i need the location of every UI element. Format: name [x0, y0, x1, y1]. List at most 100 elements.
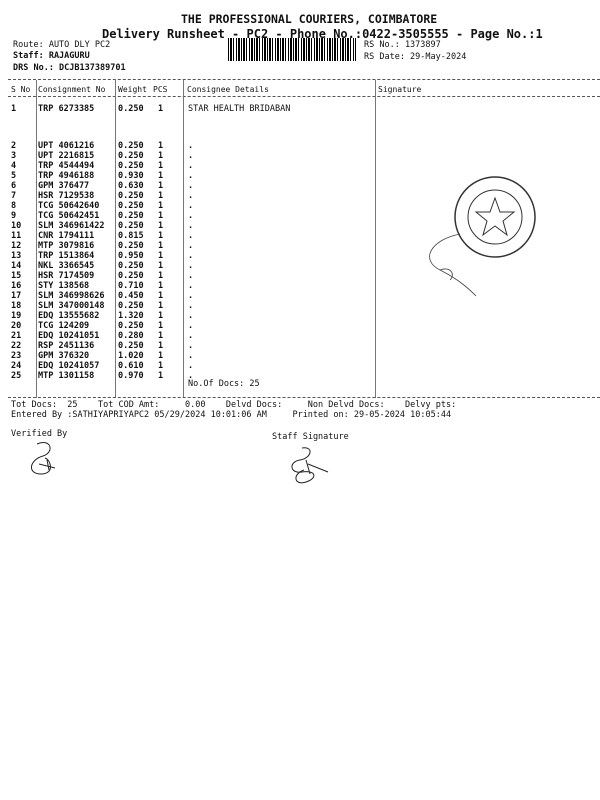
- cell-cn: UPT 2216815: [38, 151, 95, 161]
- cell-sno: 23: [11, 351, 22, 361]
- cell-pcs: 1: [158, 311, 164, 321]
- cell-consignee: .: [188, 351, 194, 361]
- cell-pcs: 1: [158, 261, 164, 271]
- col-consignment: Consignment No: [38, 85, 106, 94]
- cell-sno: 11: [11, 231, 22, 241]
- cell-pcs: 1: [158, 231, 164, 241]
- cell-pcs: 1: [158, 291, 164, 301]
- cell-cn: TRP 4544494: [38, 161, 95, 171]
- cell-cn: SLM 346998626: [38, 291, 105, 301]
- cell-wt: 0.250: [118, 321, 144, 331]
- cell-pcs: 1: [158, 321, 164, 331]
- cell-sno: 16: [11, 281, 22, 291]
- cell-cn: EDQ 13555682: [38, 311, 100, 321]
- col-signature: Signature: [378, 85, 422, 94]
- cell-wt: 0.250: [118, 161, 144, 171]
- cell-pcs: 1: [158, 171, 164, 181]
- cell-cn: EDQ 10241057: [38, 361, 100, 371]
- cell-pcs: 1: [158, 271, 164, 281]
- barcode: [228, 38, 356, 61]
- col-sno: S No: [11, 85, 31, 94]
- cell-wt: 1.020: [118, 351, 144, 361]
- cell-consignee: STAR HEALTH BRIDABAN: [188, 104, 291, 114]
- cell-sno: 3: [11, 151, 17, 161]
- cell-sno: 21: [11, 331, 22, 341]
- cell-sno: 10: [11, 221, 22, 231]
- runsheet-subtitle: Delivery Runsheet - PC2 - Phone No.:0422…: [102, 27, 543, 41]
- cell-pcs: 1: [158, 201, 164, 211]
- cell-pcs: 1: [158, 191, 164, 201]
- staff-signature-label: Staff Signature: [272, 432, 349, 442]
- verified-by-label: Verified By: [11, 429, 68, 439]
- cell-sno: 24: [11, 361, 22, 371]
- cell-wt: 0.250: [118, 341, 144, 351]
- cell-cn: SLM 347000148: [38, 301, 105, 311]
- cell-cn: UPT 4061216: [38, 141, 95, 151]
- cell-cn: NKL 3366545: [38, 261, 95, 271]
- cell-wt: 0.970: [118, 371, 144, 381]
- cell-wt: 0.250: [118, 201, 144, 211]
- cell-sno: 9: [11, 211, 17, 221]
- cell-pcs: 1: [158, 251, 164, 261]
- cell-consignee: .: [188, 371, 194, 381]
- rs-date: RS Date: 29-May-2024: [364, 52, 467, 62]
- cell-wt: 0.250: [118, 151, 144, 161]
- cell-consignee: .: [188, 251, 194, 261]
- cell-sno: 5: [11, 171, 17, 181]
- cell-sno: 25: [11, 371, 22, 381]
- cell-pcs: 1: [158, 161, 164, 171]
- col-weight: Weight: [118, 85, 147, 94]
- cell-wt: 0.250: [118, 104, 144, 114]
- cell-consignee: .: [188, 181, 194, 191]
- cell-wt: 0.250: [118, 211, 144, 221]
- cell-consignee: .: [188, 321, 194, 331]
- cell-pcs: 1: [158, 361, 164, 371]
- cell-consignee: .: [188, 151, 194, 161]
- cell-pcs: 1: [158, 241, 164, 251]
- route: Route: AUTO DLY PC2: [13, 40, 111, 50]
- cell-consignee: .: [188, 301, 194, 311]
- cell-consignee: .: [188, 191, 194, 201]
- cell-sno: 8: [11, 201, 17, 211]
- cell-pcs: 1: [158, 104, 164, 114]
- cell-wt: 0.630: [118, 181, 144, 191]
- rs-number: RS No.: 1373897: [364, 40, 441, 50]
- cell-consignee: .: [188, 171, 194, 181]
- cell-pcs: 1: [158, 151, 164, 161]
- cell-consignee: .: [188, 271, 194, 281]
- divider: [8, 79, 600, 80]
- cell-wt: 0.250: [118, 221, 144, 231]
- column-line: [36, 80, 37, 398]
- col-pcs: PCS: [153, 85, 168, 94]
- cell-pcs: 1: [158, 281, 164, 291]
- cell-sno: 7: [11, 191, 17, 201]
- cell-pcs: 1: [158, 341, 164, 351]
- cell-sno: 15: [11, 271, 22, 281]
- cell-wt: 0.250: [118, 141, 144, 151]
- cell-consignee: .: [188, 211, 194, 221]
- company-stamp: [454, 176, 536, 258]
- cell-wt: 0.815: [118, 231, 144, 241]
- cell-pcs: 1: [158, 351, 164, 361]
- cell-cn: EDQ 10241051: [38, 331, 100, 341]
- cell-wt: 0.950: [118, 251, 144, 261]
- cell-cn: HSR 7129538: [38, 191, 95, 201]
- cell-cn: MTP 1301158: [38, 371, 95, 381]
- cell-cn: SLM 346961422: [38, 221, 105, 231]
- cell-consignee: .: [188, 311, 194, 321]
- cell-pcs: 1: [158, 141, 164, 151]
- cell-wt: 0.610: [118, 361, 144, 371]
- cell-sno: 17: [11, 291, 22, 301]
- column-line: [375, 80, 376, 398]
- cell-sno: 14: [11, 261, 22, 271]
